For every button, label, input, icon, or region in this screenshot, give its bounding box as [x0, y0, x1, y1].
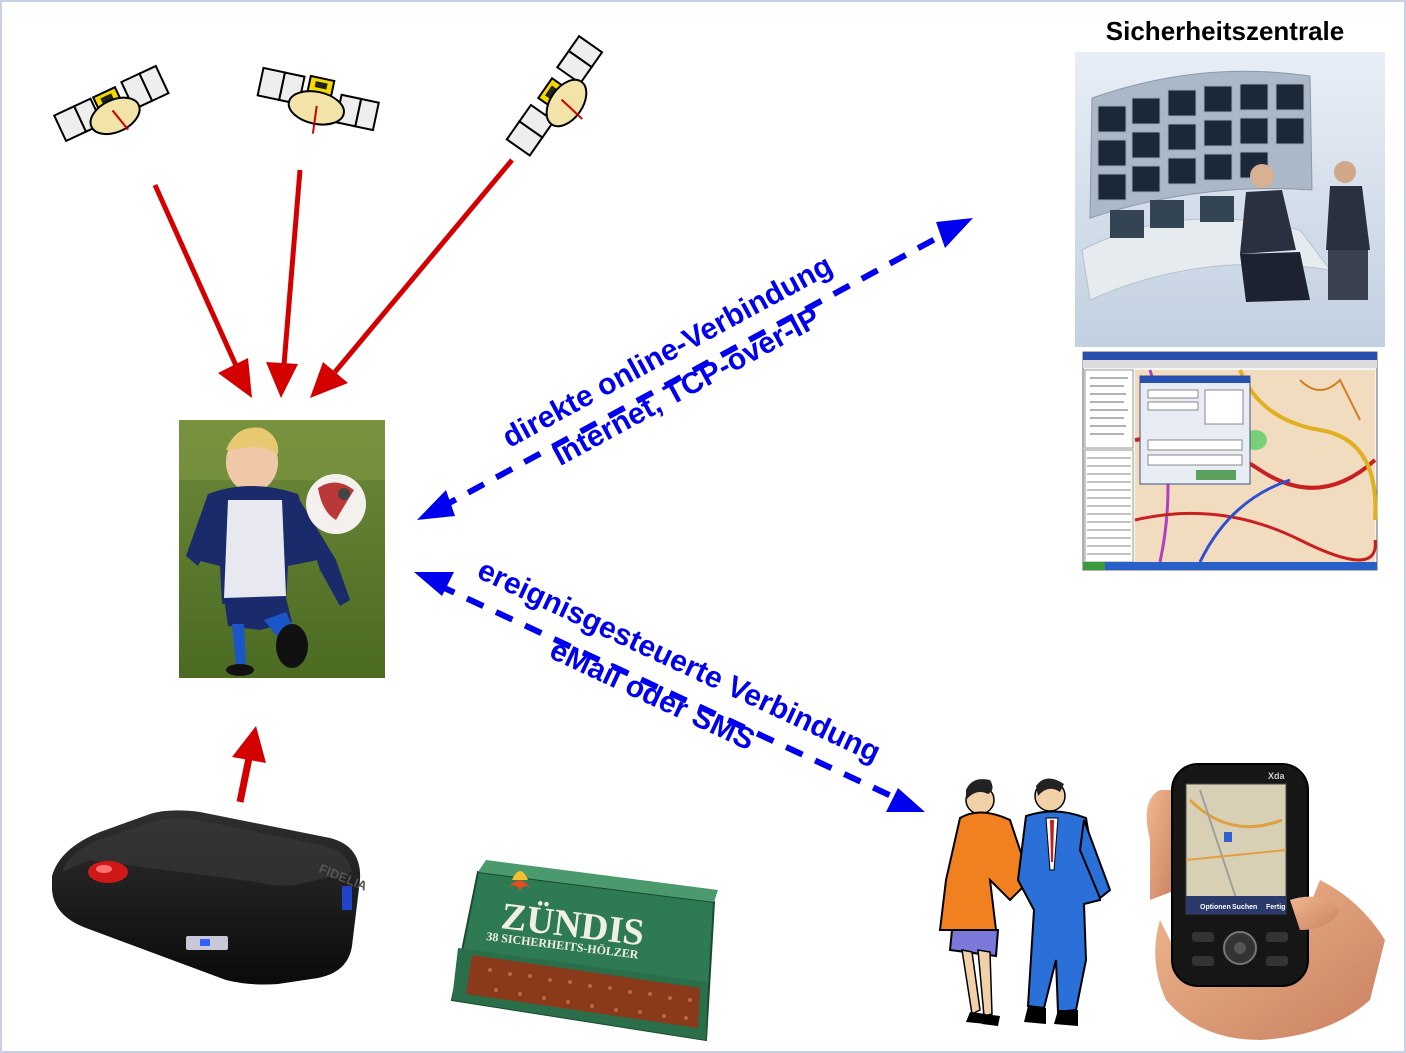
softkey-search: Suchen [1232, 904, 1257, 911]
gps-arrow-line [152, 183, 241, 372]
control-room-photo [1075, 52, 1385, 347]
online-arrowhead-right [936, 218, 973, 248]
event-connection-label: ereignisgesteuerte Verbindung [473, 553, 886, 769]
gps-signal-arrows [152, 158, 514, 803]
pda-screen [1185, 783, 1287, 915]
pda-in-hand: Optionen Suchen Fertig Xda [1146, 763, 1385, 1040]
event-connection-arrow [414, 572, 925, 812]
online-connection-arrow [417, 218, 973, 520]
gps-arrow-line [333, 158, 514, 374]
child-photo [179, 420, 385, 678]
satellite-icon [256, 66, 380, 134]
satellite-icon [52, 64, 170, 143]
parents-clipart [938, 778, 1112, 1026]
gps-arrow-line [281, 169, 303, 366]
striking-surface [466, 955, 700, 1028]
online-connection-label: direkte online-Verbindung [497, 249, 838, 455]
matchbox: ZÜNDIS 38 SICHERHEITS-HÖLZER [450, 860, 718, 1042]
online-arrowhead-left [417, 490, 455, 520]
gps-arrowhead [218, 358, 252, 398]
softkey-done: Fertig [1266, 904, 1285, 911]
security-center-title: Sicherheitszentrale [1106, 16, 1344, 46]
event-arrowhead-left [414, 572, 454, 596]
tracker-arrowhead [232, 726, 266, 763]
satellite-icon [505, 34, 604, 157]
gps-arrowhead [310, 362, 348, 398]
event-arrowhead-right [886, 788, 925, 812]
softkey-options: Optionen [1200, 904, 1231, 911]
pda-brand: Xda [1268, 771, 1286, 781]
gps-tracker-device: FIDELIA [52, 810, 370, 985]
tracker-arrow-line [236, 757, 253, 803]
gps-arrowhead [266, 362, 298, 398]
tracking-software-screenshot [1082, 351, 1378, 571]
